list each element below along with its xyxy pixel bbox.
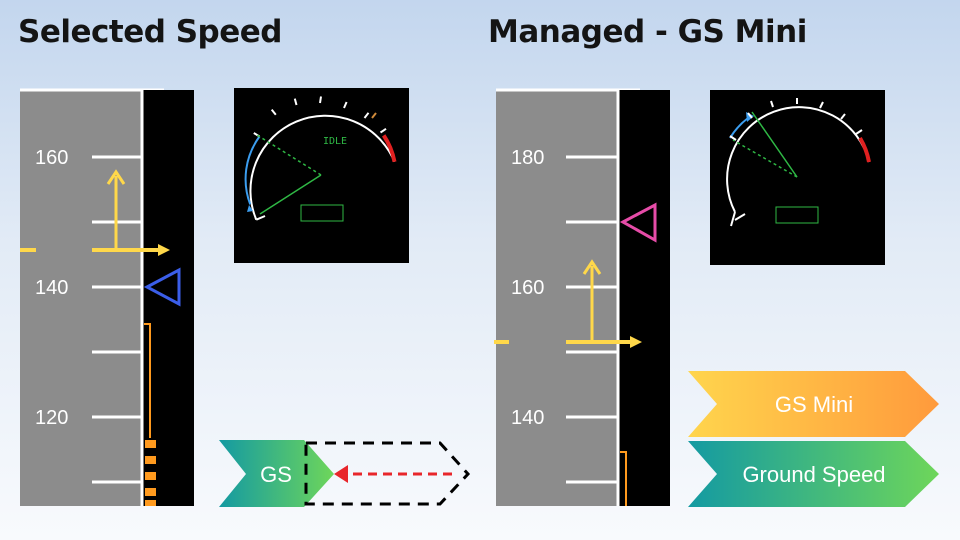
n1-dial-arc xyxy=(249,114,396,221)
n1-dial-ticks xyxy=(729,98,863,141)
speed-reference-pointer-icon xyxy=(158,244,170,256)
managed-speed-bug-icon xyxy=(619,202,657,243)
n1-dial-end-tick xyxy=(255,215,266,221)
tape-label-160: 160 xyxy=(35,147,68,169)
n1-limit-red-arc xyxy=(858,136,871,163)
selected-speed-title: Selected Speed xyxy=(18,14,282,50)
gs-arrow-group: GS xyxy=(219,440,471,507)
managed-gs-mini-title: Managed - GS Mini xyxy=(488,14,807,50)
gs-label: GS xyxy=(260,462,292,487)
n1-command-line xyxy=(256,134,322,176)
ground-speed-arrow-group: Ground Speed xyxy=(688,441,939,507)
n1-needle xyxy=(751,111,798,178)
n1-dial-ticks xyxy=(253,96,387,138)
n1-dial-arc xyxy=(726,106,870,213)
n1-value-box xyxy=(775,206,819,224)
right-engine-display xyxy=(710,90,885,265)
idle-label: IDLE xyxy=(323,136,347,147)
tape-label-180: 180 xyxy=(511,147,544,169)
selected-speed-bug-icon xyxy=(143,267,181,307)
n1-dial-end-tick xyxy=(730,211,736,227)
alpha-prot-strip xyxy=(145,438,156,506)
dashed-left-arrow-head-icon xyxy=(334,465,348,483)
vls-strip-line xyxy=(144,323,151,438)
engine-display-background xyxy=(234,88,409,263)
tape-label-120: 120 xyxy=(35,407,68,429)
left-engine-display: IDLE xyxy=(234,88,409,263)
reverse-thrust-arc xyxy=(244,135,261,205)
gs-mini-arrow-group: GS Mini xyxy=(688,371,939,437)
speed-reference-pointer-icon xyxy=(630,336,642,348)
left-tape-background xyxy=(20,90,142,506)
tape-label-140: 140 xyxy=(35,277,68,299)
n1-value-box xyxy=(300,204,344,222)
ground-speed-label: Ground Speed xyxy=(742,462,885,487)
n1-command-line xyxy=(732,139,798,178)
speed-trend-arrow-icon xyxy=(582,259,602,342)
right-tape-background xyxy=(496,90,618,506)
reverse-arc-arrowhead-icon xyxy=(247,205,253,212)
n1-limit-red-arc xyxy=(382,134,397,163)
gs-mini-arrow-shape xyxy=(688,371,939,437)
speed-trend-arrow-icon xyxy=(106,169,126,250)
ground-speed-arrow-shape xyxy=(688,441,939,507)
n1-needle xyxy=(259,174,322,215)
right-speed-tape: 180 160 140 xyxy=(494,88,670,506)
tape-label-140: 140 xyxy=(511,407,544,429)
tape-label-160: 160 xyxy=(511,277,544,299)
right-tape-black-strip xyxy=(619,90,670,506)
n1-max-tick xyxy=(371,112,377,119)
dashed-target-outline xyxy=(304,441,471,506)
gs-mini-label: GS Mini xyxy=(775,392,853,417)
left-speed-tape: 160 140 120 xyxy=(20,88,194,506)
engine-display-background xyxy=(710,90,885,265)
vls-strip-line xyxy=(620,451,627,506)
n1-dial-end-mark xyxy=(734,213,746,221)
